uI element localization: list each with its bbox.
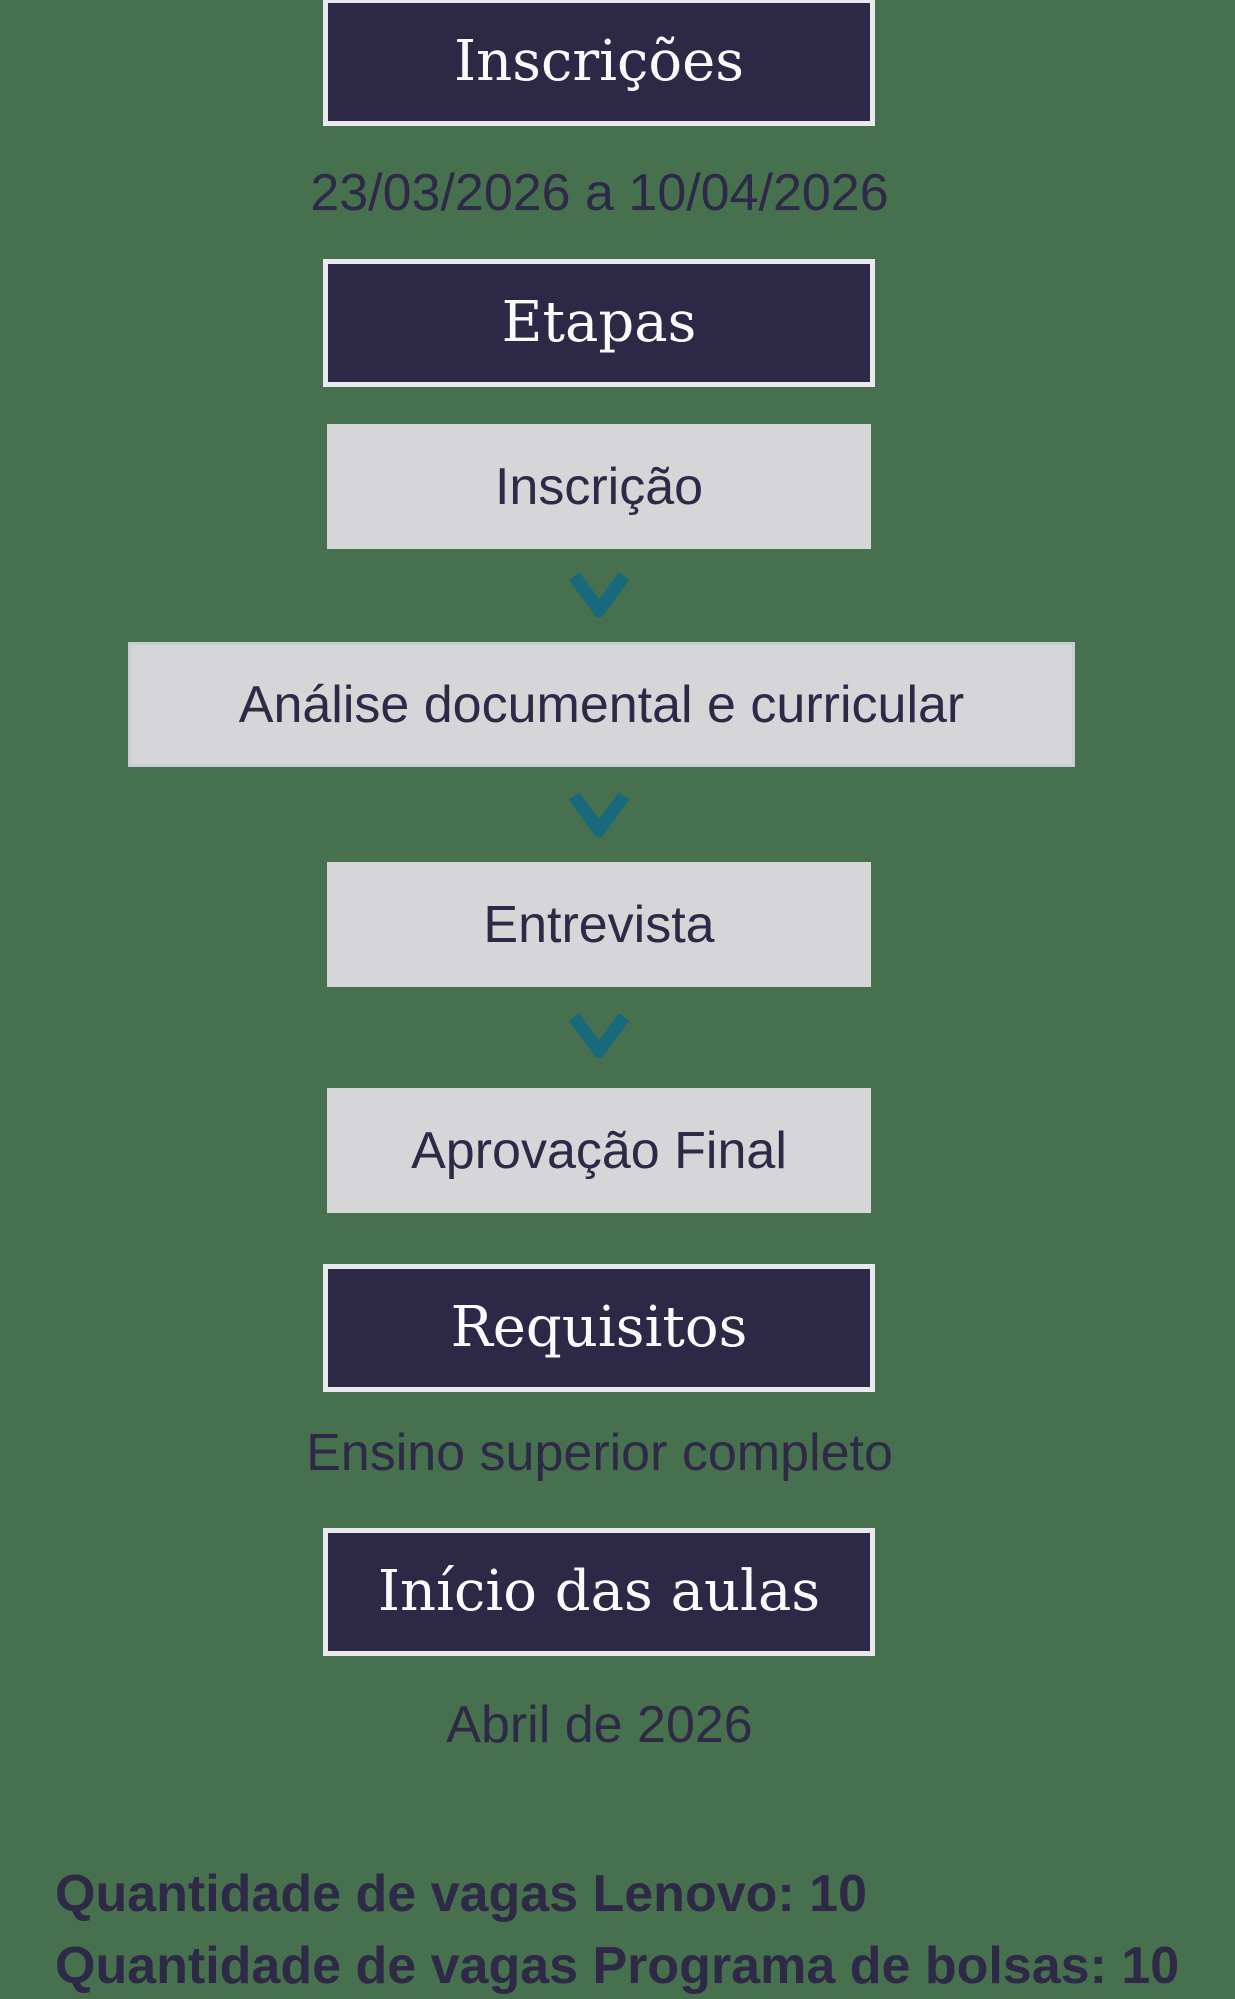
step-label: Inscrição: [494, 457, 704, 516]
step-label: Aprovação Final: [411, 1121, 787, 1180]
step-box-analise: Análise documental e curricular: [128, 642, 1075, 767]
chevron-down-icon: [568, 571, 630, 617]
section-header-inscricoes: Inscrições: [323, 0, 875, 126]
step-box-inscricao: Inscrição: [327, 424, 871, 549]
step-box-aprovacao-final: Aprovação Final: [327, 1088, 871, 1213]
chevron-down-icon: [568, 791, 630, 837]
vacancies-lenovo-text: Quantidade de vagas Lenovo: 10: [55, 1865, 867, 1923]
section-header-inicio-label: Início das aulas: [377, 1559, 821, 1624]
requirement-text: Ensino superior completo: [306, 1424, 893, 1482]
classes-start-text: Abril de 2026: [446, 1696, 753, 1754]
section-header-etapas-label: Etapas: [501, 290, 697, 355]
step-box-entrevista: Entrevista: [327, 862, 871, 987]
section-header-inscricoes-label: Inscrições: [454, 29, 744, 94]
vacancies-info: Quantidade de vagas Lenovo: 10 Quantidad…: [55, 1858, 1179, 1999]
vacancies-bolsas-text: Quantidade de vagas Programa de bolsas: …: [55, 1937, 1180, 1995]
chevron-down-icon: [568, 1012, 630, 1058]
section-header-inicio-das-aulas: Início das aulas: [323, 1528, 875, 1656]
step-label: Entrevista: [483, 895, 715, 954]
enrollment-period-text: 23/03/2026 a 10/04/2026: [310, 164, 889, 222]
section-header-requisitos-label: Requisitos: [450, 1295, 748, 1360]
step-label: Análise documental e curricular: [238, 675, 965, 734]
section-header-etapas: Etapas: [323, 259, 875, 387]
section-header-requisitos: Requisitos: [323, 1264, 875, 1392]
